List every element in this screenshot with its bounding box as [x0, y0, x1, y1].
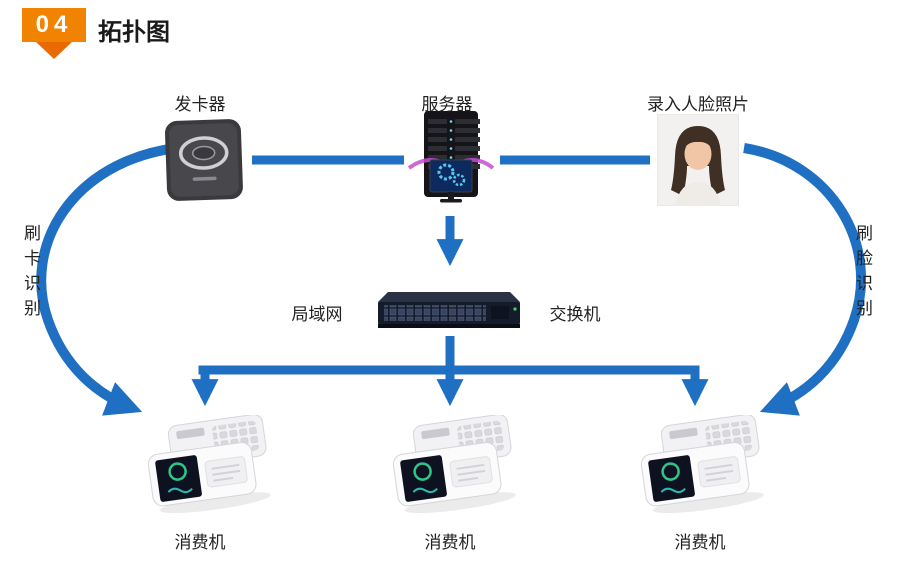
server-device: [407, 111, 495, 203]
pos-terminal-left: [147, 415, 271, 514]
pos-terminal-center: [392, 415, 516, 514]
server-label: 服务器: [421, 95, 473, 114]
lan-label: 局域网: [291, 305, 343, 324]
pos-center-label: 消费机: [424, 533, 476, 552]
card-issuer-label: 发卡器: [174, 95, 226, 114]
face-photo: [657, 114, 739, 206]
switch-label: 交换机: [549, 305, 601, 324]
face-recognition-label: 刷脸识别: [853, 224, 872, 324]
card-recognition-label: 刷卡识别: [21, 224, 40, 324]
pos-right-label: 消费机: [674, 533, 726, 552]
pos-terminal-right: [640, 415, 764, 514]
network-switch-device: [378, 292, 520, 328]
card-issuer-device: [165, 119, 243, 201]
section-number-badge: 04: [22, 8, 86, 42]
page-title: 拓扑图: [98, 19, 170, 46]
arrow-card-recognition-flow: [36, 143, 177, 416]
face-entry-label: 录入人脸照片: [647, 95, 749, 114]
pos-left-label: 消费机: [174, 533, 226, 552]
arrow-face-recognition-flow: [743, 143, 867, 416]
badge-arrow-icon: [36, 42, 72, 59]
